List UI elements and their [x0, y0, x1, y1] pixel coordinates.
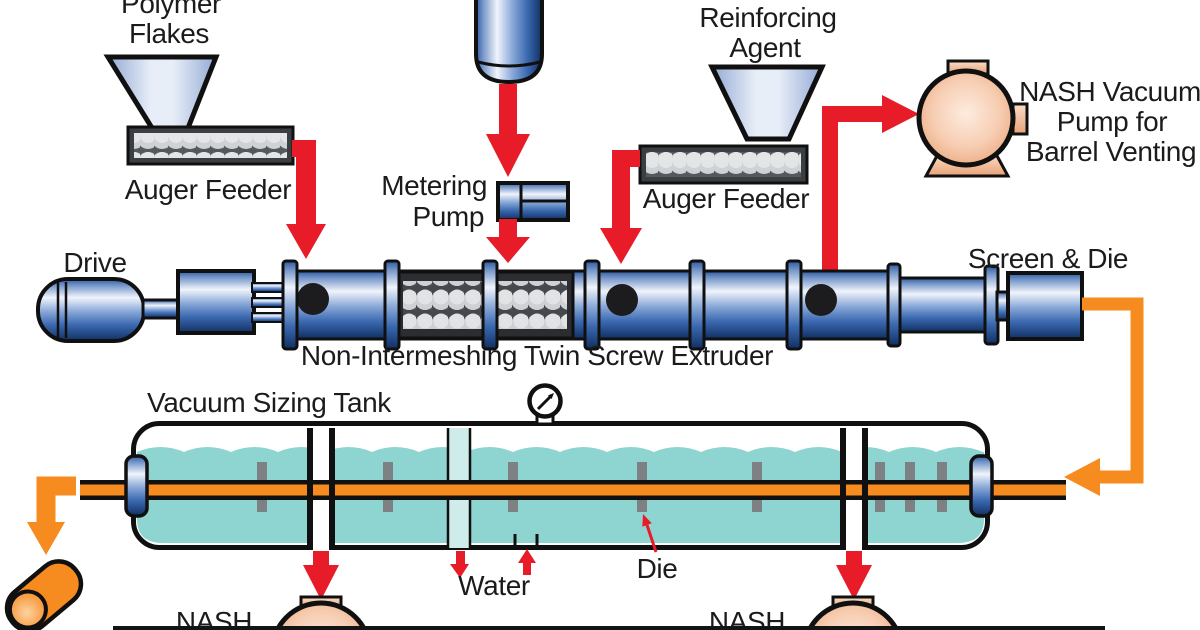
nash-top-label-line1: NASH Vacuum [1019, 76, 1200, 107]
flange-3 [481, 259, 499, 351]
vent-arrowhead-icon [882, 95, 919, 133]
nash-top-label-line3: Barrel Venting [1026, 136, 1196, 167]
flange-7 [886, 262, 902, 348]
vacuum-line-left-arrowhead-icon [303, 565, 339, 600]
auger-feeder-left-label: Auger Feeder [125, 174, 291, 205]
extruder-barrel-narrow [888, 276, 992, 334]
product-exit-arrowhead-icon [27, 522, 65, 555]
product-exit [4, 476, 84, 630]
extrudate-pipe [1082, 297, 1144, 484]
flange-6 [785, 259, 803, 351]
vent-port [805, 284, 837, 316]
reinforcing-feed-assembly: Reinforcing Agent Auger Feeder [600, 2, 837, 264]
water-in-arrowhead-icon [450, 564, 469, 578]
metering-pump-assembly: Metering Pump [381, 0, 570, 263]
metering-outlet-arrowhead-icon [486, 237, 530, 263]
polymer-feed-arrowhead-icon [286, 224, 326, 259]
nash-top-label-line2: Pump for [1057, 106, 1167, 137]
product-cylinder [4, 559, 84, 630]
coupling-rail3 [251, 312, 285, 323]
polymer-feed-assembly: Polymer Flakes Auger Feeder [103, 0, 326, 259]
gearbox [176, 269, 256, 335]
vacuum-line-right-arrow [846, 551, 862, 565]
reinforcing-agent-label-line1: Reinforcing [699, 2, 836, 33]
water-in-arrow [456, 551, 465, 564]
bottom-crop-line [113, 626, 1105, 630]
reinforcing-feed-arrow [612, 150, 640, 228]
vacuum-partitions [307, 428, 868, 549]
screen-and-die-body [1006, 271, 1084, 341]
flange-5 [688, 259, 706, 351]
polymer-flakes-label-line2: Flakes [129, 18, 209, 49]
metering-outlet-arrow [499, 219, 517, 238]
flange-4 [583, 259, 601, 351]
water-out-arrow [523, 562, 531, 575]
auger-feeder-left-screw [134, 133, 287, 158]
auger-feeder-right-screw [646, 152, 801, 177]
nash-bottom-left-body [274, 600, 368, 630]
extrudate-arrowhead-icon [1064, 458, 1100, 496]
metering-pump-label-line1: Metering [381, 170, 487, 201]
nash-pump-bottom-left: NASH [176, 551, 368, 630]
metering-pump-label-line2: Pump [412, 201, 484, 232]
polymer-hopper [103, 54, 220, 131]
water-label: Water [458, 570, 530, 601]
twin-screw-extruder: Drive Screen & Die Non-Intermeshing Twin… [36, 243, 1128, 371]
flange-2 [383, 259, 401, 351]
feed-port-2 [606, 284, 638, 316]
tank-entry-bushing-right [969, 454, 994, 518]
tank-annotations: Water Die [450, 514, 678, 601]
additive-cylinder-cap-line [477, 60, 541, 68]
drive-label: Drive [63, 247, 126, 278]
reinforcing-hopper [708, 64, 826, 142]
feed-port-1 [297, 283, 329, 315]
vacuum-sizing-tank-label: Vacuum Sizing Tank [147, 387, 392, 418]
auger-feeder-right-label: Auger Feeder [643, 183, 809, 214]
polymer-flakes-label-line1: Polymer [121, 0, 221, 19]
coupling-rail1 [251, 282, 285, 293]
additive-flow-arrowhead-icon [486, 134, 530, 177]
additive-cylinder [474, 0, 544, 85]
vacuum-line-left-arrow [313, 551, 329, 565]
extrudate-strand [80, 484, 1066, 496]
gauge-needle [536, 395, 552, 411]
barrel-vent-assembly: NASH Vacuum Pump for Barrel Venting [822, 59, 1200, 270]
drive-shaft [141, 298, 181, 320]
extruder-label: Non-Intermeshing Twin Screw Extruder [301, 340, 773, 371]
vacuum-line-right-arrowhead-icon [836, 565, 872, 600]
screen-die-label: Screen & Die [968, 243, 1128, 274]
vent-line-arrow [822, 106, 882, 270]
product-exit-elbow [36, 476, 76, 524]
extrudate-transfer-line [1064, 297, 1144, 496]
polymer-feed-arrow [292, 140, 316, 224]
vacuum-sizing-tank: Vacuum Sizing Tank [80, 383, 1066, 551]
nash-vacuum-pump-top [916, 68, 1016, 168]
reinforcing-feed-arrowhead-icon [600, 228, 642, 264]
water-out-arrowhead-icon [518, 549, 536, 563]
gauge-needle-tip [548, 393, 554, 399]
die-pointer-line [645, 524, 658, 553]
flange-1 [281, 259, 299, 351]
drive-motor [36, 277, 146, 343]
tank-entry-bushing-left [124, 454, 149, 518]
die-label: Die [637, 553, 678, 584]
reinforcing-agent-label-line2: Agent [729, 32, 801, 63]
coupling-rail2 [251, 297, 285, 308]
nash-pump-bottom-right: NASH [709, 551, 900, 630]
die-pointer-arrowhead-icon [642, 514, 652, 527]
nash-bottom-right-body [806, 600, 900, 630]
additive-flow-arrow [499, 84, 517, 136]
